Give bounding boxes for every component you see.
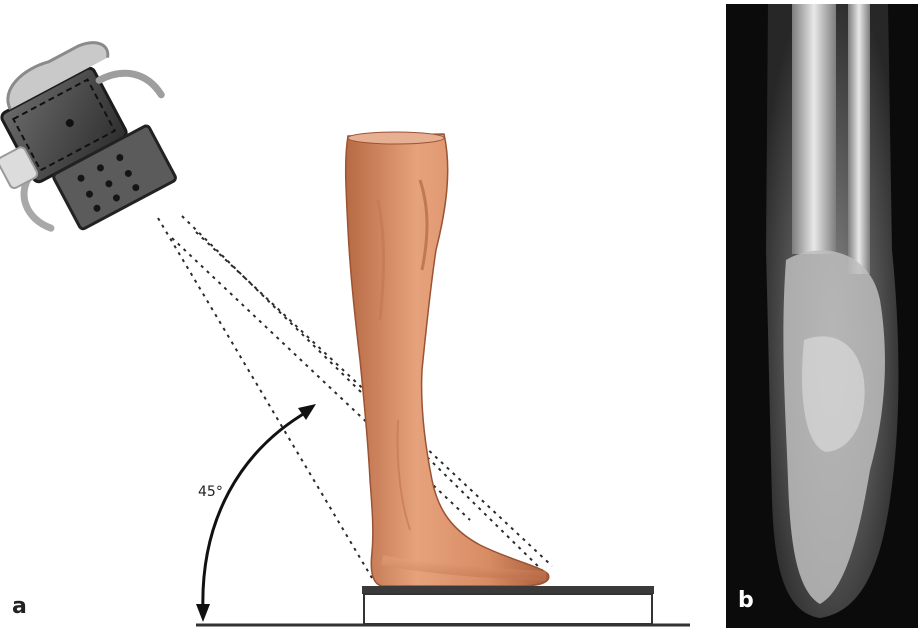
angle-label: 45° <box>198 484 223 500</box>
standing-platform <box>362 586 654 624</box>
xray-tube-head <box>0 21 200 250</box>
panel-b-xray <box>726 4 918 628</box>
panel-a-illustration <box>0 21 690 625</box>
panel-label-a: a <box>12 594 27 619</box>
tibia-bone <box>792 4 836 254</box>
angle-arc-45 <box>196 404 316 622</box>
panel-label-b: b <box>738 588 754 613</box>
leg-illustration <box>346 132 549 586</box>
fibula-bone <box>848 4 870 274</box>
